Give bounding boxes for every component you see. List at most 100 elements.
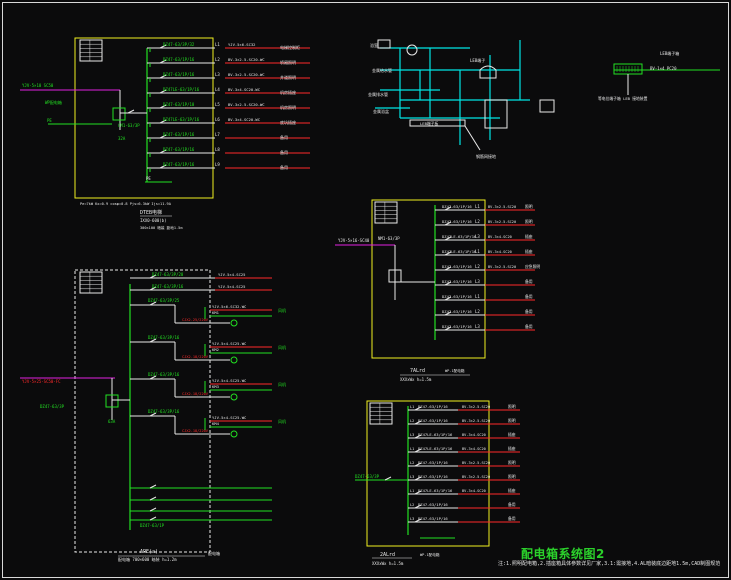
panel-4-breaker-label: DZ47-63/1P/16 — [418, 404, 448, 409]
panel-4-cable-label: BV-3×2.5-SC20 — [462, 475, 490, 479]
panel-2-group-tag: 风机 — [278, 344, 286, 350]
panel-4-circuit-no: L1 — [410, 405, 414, 409]
bond-ground-lead — [464, 125, 481, 151]
panel-2-frame — [74, 269, 211, 553]
panel-1-cable-label: BV-3×2.5-SC20-WC — [228, 72, 265, 77]
breaker-symbol — [444, 266, 452, 271]
panel-3-main-breaker: NM1-63/3P — [378, 236, 400, 241]
panel-3-dest-label: 备用 — [525, 279, 533, 284]
title-table — [79, 271, 103, 294]
panel-3-breaker-label: DZ47-63/1P/16 — [442, 264, 472, 269]
title-table — [374, 201, 398, 224]
panel-2-group-tag: 风机 — [278, 418, 286, 424]
panel-2-group-sub: CJX2-18/220V — [182, 392, 209, 396]
panel-2-feeder-breaker: DZ47-63/3P/16 — [152, 284, 184, 289]
panel-1-dest-label: 备用 — [280, 134, 288, 140]
panel-2-group-sub: CJX2-18/220V — [182, 355, 209, 359]
breaker-symbol — [159, 134, 167, 139]
panel-3-circuit-no: L2 — [475, 219, 480, 224]
bond-tub-icon — [479, 65, 497, 79]
panel-1-dest-label: 井道照明 — [280, 74, 296, 80]
panel-1-cable-label: BV-3×2.5-SC20-WC — [228, 57, 265, 62]
panel-2-group-tag: 风机 — [278, 381, 286, 387]
breaker-symbol — [414, 462, 422, 467]
panel-3-circuit-no: L3 — [475, 279, 480, 284]
panel-1-breaker-label: DZ47-63/1P/16 — [163, 57, 195, 62]
breaker-symbol — [159, 104, 167, 109]
breaker-symbol — [149, 274, 157, 279]
breaker-symbol — [414, 476, 422, 481]
breaker-symbol — [444, 236, 452, 241]
panel-2-motor-icon — [230, 356, 238, 364]
breaker-symbol — [414, 420, 422, 425]
bond-label-ground: 钢筋网接地 — [476, 153, 496, 159]
panel-2-feeder-cable-label: YJV-5×4-SC25 — [218, 272, 245, 277]
breaker-symbol — [149, 484, 157, 489]
panel-2-spd-box — [105, 394, 119, 408]
panel-1-inlet-label: YJV-5×10 SC50 — [22, 83, 54, 88]
panel-2-bottom-breaker: DZ47-63/1P — [140, 523, 165, 528]
panel-1-breaker-label: DZ47-63/1P/16 — [163, 72, 195, 77]
panel-3-circuit-no: L1 — [475, 204, 480, 209]
panel-3-dest-label: 插座 — [525, 234, 533, 239]
bond-label-3: 金属排水管 — [368, 91, 388, 97]
panel-1-circuit-no: L4 — [215, 87, 220, 92]
panel-3-breaker-label: DZ47LE-63/1P/16 — [442, 249, 477, 254]
panel-1-name: DTEB电梯 — [140, 209, 162, 216]
panel-1-circuit-no: L2 — [215, 57, 220, 62]
panel-2-main-rating: 63A — [108, 419, 116, 424]
panel-1-circuit-no: L9 — [215, 162, 220, 167]
panel-3-dest-label: 备用 — [525, 324, 533, 329]
panel-4-circuit-no: L2 — [410, 461, 414, 465]
panel-1-pe-label: PE — [47, 118, 52, 123]
breaker-symbol — [444, 311, 452, 316]
drawing-note: 注:1.照明配电箱,2.插座箱具体参数详见厂家,3.1:需接地,4.AL暗装底边… — [498, 561, 721, 567]
breaker-symbol — [414, 406, 422, 411]
panel-4-dest-label: 插座 — [508, 432, 516, 437]
panel-3-cable-label: BV-3×2.5-SC20 — [488, 220, 516, 224]
panel-2-motor-icon — [230, 393, 238, 401]
breaker-symbol — [444, 281, 452, 286]
panel-1-breaker-label: DZ47LE-63/1P/16 — [163, 87, 200, 92]
breaker-symbol — [414, 448, 422, 453]
panel-2-right-label: 配电箱 — [208, 550, 220, 556]
panel-1-dest-label: 机房插座 — [280, 89, 296, 95]
panel-2-group-cable-label: YJV-5×6-SC32-WC — [212, 304, 246, 309]
panel-4-circuit-no: L3 — [410, 433, 414, 437]
panel-4-breaker-label: DZ47LE-63/1P/16 — [418, 446, 453, 451]
panel-4-right: WP-1配电箱 — [420, 552, 440, 557]
panel-4-breaker-label: DZ47-63/1P/16 — [418, 474, 448, 479]
panel-3-breaker-label: DZ47-63/1P/16 — [442, 309, 472, 314]
panel-2-feeder-breaker: DZ47-63/3P/20 — [152, 272, 184, 277]
breaker-symbol — [159, 89, 167, 94]
breaker-symbol — [149, 286, 157, 291]
breaker-symbol — [414, 490, 422, 495]
breaker-symbol — [159, 44, 167, 49]
panel-4-dest-label: 照明 — [508, 460, 516, 465]
panel-3-breaker-label: DZ47-63/1P/16 — [442, 279, 472, 284]
panel-4-circuit-no: L3 — [410, 475, 414, 479]
panel-4-name: 2ALrd — [380, 552, 395, 558]
panel-1-inlet-label2: WP配电箱 — [45, 99, 62, 105]
panel-1-spd-box — [112, 107, 126, 121]
bond-label-2: 金属给水管 — [372, 67, 392, 73]
panel-1-dest-label: 电梯控制柜 — [280, 44, 300, 50]
panel-2-group-sub: CJX2-25/220V — [182, 318, 209, 322]
panel-3-dest-label: 备用 — [525, 309, 533, 314]
panel-3-cable-label: BV-3×2.5-SC20 — [488, 265, 516, 269]
panel-1-circuit-no: L7 — [215, 132, 220, 137]
panel-1-summary: Pe=7kW Kx=0.9 cosφ=0.8 Pjs=6.3kW Ijs=11.… — [80, 202, 172, 206]
panel-3-inlet-label: YJV-5×16-SC40 — [338, 238, 370, 243]
breaker-symbol — [414, 518, 422, 523]
panel-3-dest-label: 照明 — [525, 204, 533, 209]
bond-label-5: LEB端子板 — [420, 121, 438, 126]
panel-4-breaker-label: DZ47LE-63/1P/16 — [418, 488, 453, 493]
panel-3-breaker-label: DZ47-63/1P/16 — [442, 219, 472, 224]
panel-2-group-cable-label: YJV-5×4-SC25-WC — [212, 378, 246, 383]
panel-2-name: APE(a) — [140, 549, 158, 555]
panel-4-dest-label: 照明 — [508, 474, 516, 479]
drawing-title: 配电箱系统图2 — [521, 547, 605, 561]
panel-2-group-breaker: DZ47-63/3P/16 — [148, 409, 180, 414]
panel-3-cable-label: BV-3×2.5-SC20 — [488, 205, 516, 209]
